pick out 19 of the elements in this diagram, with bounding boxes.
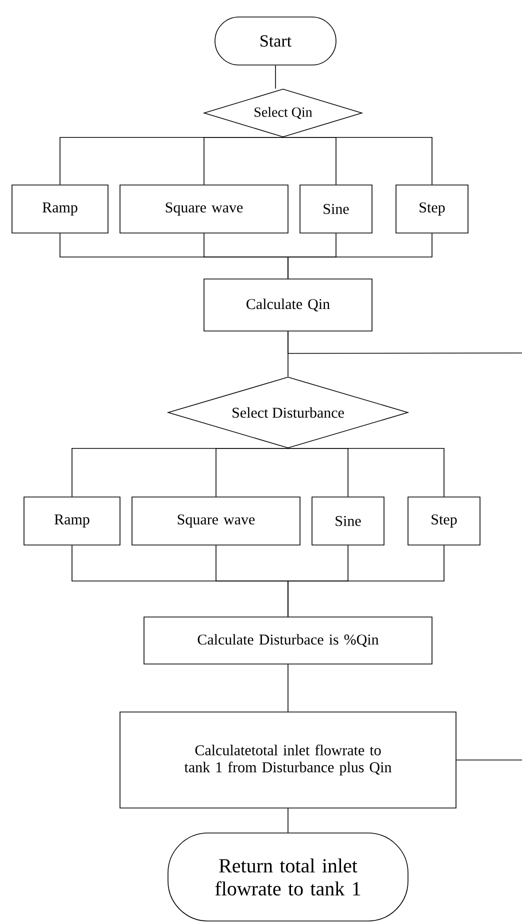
process-box: Square wave <box>132 496 300 546</box>
connector-line <box>275 65 276 89</box>
connector-line <box>288 545 444 617</box>
connector-line <box>282 137 432 185</box>
process-box: Step <box>396 184 468 234</box>
connector-line <box>288 331 522 354</box>
connector-line <box>204 137 284 185</box>
process-box: Step <box>408 496 480 546</box>
process-box: Sine <box>300 184 372 234</box>
connector-line <box>288 233 432 279</box>
process-box: Calculate Disturbace is %Qin <box>144 616 432 664</box>
connector-line <box>216 448 288 497</box>
process-box: Square wave <box>120 184 288 234</box>
process-box: Ramp <box>12 184 108 234</box>
process-box: Calculate Qin <box>204 278 372 332</box>
process-box: Calculatetotal inlet flowrate to tank 1 from Disturbance plus Qin <box>120 712 456 808</box>
connector-line <box>288 448 444 497</box>
process-box: Ramp <box>24 496 120 546</box>
process-box: Sine <box>312 496 384 546</box>
